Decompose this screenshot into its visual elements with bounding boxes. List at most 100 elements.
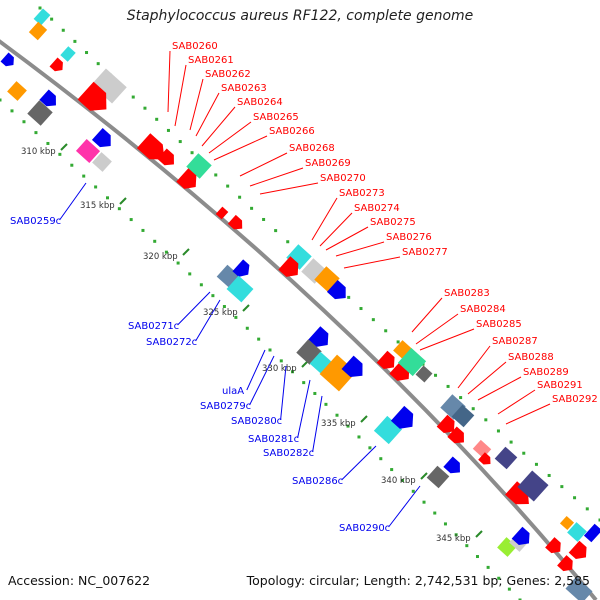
guide-dot	[335, 413, 339, 417]
guide-dot	[46, 141, 50, 145]
guide-dot	[38, 6, 42, 10]
reverse-gene-label: SAB0290c	[339, 523, 390, 534]
guide-dot	[497, 576, 501, 580]
forward-gene-label: SAB0284	[460, 304, 506, 315]
guide-dot	[129, 218, 133, 222]
kbp-label: 330 kbp	[262, 364, 297, 374]
forward-gene-label: SAB0260	[172, 41, 218, 52]
kbp-tick	[60, 143, 68, 151]
gene-arrow	[341, 355, 363, 378]
guide-dot	[22, 120, 26, 124]
guide-dot	[509, 440, 513, 444]
gene-block	[397, 347, 427, 377]
forward-gene-label: SAB0288	[508, 352, 554, 363]
gene-arrow	[0, 52, 14, 67]
gene-arrow	[278, 256, 299, 277]
leader-line	[415, 313, 459, 345]
gene-block	[451, 404, 475, 428]
gene-block	[472, 439, 492, 459]
gene-arrow	[39, 89, 56, 107]
forward-gene-label: SAB0291	[537, 380, 583, 391]
guide-dot	[486, 565, 490, 569]
guide-dot	[262, 217, 266, 221]
leader-line	[505, 403, 551, 425]
leader-line	[411, 297, 443, 333]
guide-dot	[302, 381, 306, 385]
guide-dot	[560, 485, 564, 489]
gene-block	[494, 446, 518, 470]
leader-line	[335, 241, 385, 257]
guide-dot	[96, 62, 100, 66]
leader-line	[246, 349, 266, 391]
reverse-gene-label: SAB0286c	[292, 476, 343, 487]
guide-dot	[155, 117, 159, 121]
reverse-gene-label: ulaA	[222, 386, 244, 397]
guide-dot	[379, 457, 383, 461]
guide-dot	[459, 396, 463, 400]
kbp-label: 340 kbp	[381, 476, 416, 486]
guide-dot	[61, 28, 65, 32]
guide-dot	[357, 435, 361, 439]
guide-dot	[291, 370, 295, 374]
guide-dot	[454, 533, 458, 537]
gene-block	[426, 465, 450, 489]
leader-line	[477, 376, 522, 401]
kbp-tick	[360, 415, 368, 423]
guide-dot	[164, 250, 168, 254]
guide-dot	[484, 418, 488, 422]
guide-dot	[475, 555, 479, 559]
gene-block	[226, 275, 254, 303]
guide-dot	[496, 429, 500, 433]
map-title: Staphylococcus aureus RF122, complete ge…	[126, 8, 474, 24]
gene-features	[0, 8, 600, 600]
gene-block	[567, 522, 587, 542]
guide-dot	[390, 468, 394, 472]
guide-dot	[106, 196, 110, 200]
guide-dot	[58, 152, 62, 156]
guide-dot	[522, 451, 526, 455]
accession-text: Accession: NC_007622	[8, 573, 151, 588]
guide-dot	[141, 228, 145, 232]
guide-dot	[143, 106, 147, 110]
guide-dot	[188, 272, 192, 276]
guide-dot	[347, 295, 351, 299]
leader-line	[195, 92, 220, 137]
guide-dot	[534, 462, 538, 466]
leader-line	[195, 299, 221, 342]
guide-dot	[73, 39, 77, 43]
gene-block	[33, 8, 51, 26]
guide-dot	[324, 402, 328, 406]
kbp-tick	[475, 530, 483, 538]
gene-arrow	[436, 414, 455, 434]
guide-dot	[465, 544, 469, 548]
guide-dot	[250, 206, 254, 210]
guide-dot	[279, 359, 283, 363]
reverse-gene-label: SAB0280c	[231, 416, 282, 427]
guide-dot	[10, 109, 14, 113]
guide-dot	[359, 307, 363, 311]
reverse-gene-label: SAB0281c	[248, 434, 299, 445]
leader-line	[249, 167, 304, 187]
leader-line	[213, 135, 268, 161]
guide-dot	[434, 373, 438, 377]
genome-backbone	[0, 39, 598, 600]
guide-dot	[585, 507, 589, 511]
kbp-tick	[242, 304, 250, 312]
reverse-gene-label: SAB0259c	[10, 216, 61, 227]
guide-dot	[70, 163, 74, 167]
guide-dot	[34, 131, 38, 135]
guide-dot	[94, 185, 98, 189]
gene-arrow	[232, 259, 250, 277]
guide-dot	[573, 496, 577, 500]
leader-line	[312, 395, 323, 453]
guide-dot	[166, 128, 170, 132]
gene-arrow	[136, 133, 165, 160]
leader-line	[174, 64, 187, 127]
forward-gene-label: SAB0263	[221, 83, 267, 94]
gene-arrow	[308, 326, 329, 347]
gene-block	[559, 515, 575, 531]
kbp-label: 335 kbp	[321, 419, 356, 429]
gene-block	[27, 100, 53, 126]
guide-dot	[443, 522, 447, 526]
leader-line	[325, 226, 369, 251]
